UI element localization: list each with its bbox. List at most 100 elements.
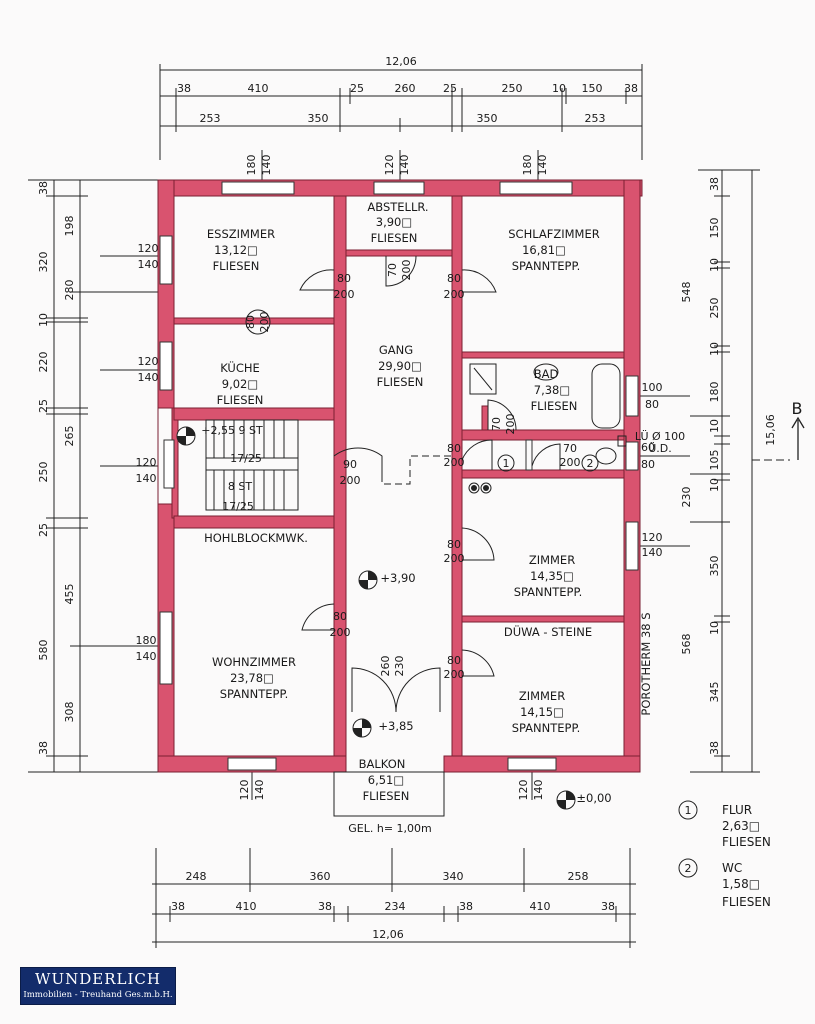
- room-zimmer1-name: ZIMMER: [529, 553, 575, 567]
- toilet-icon: [595, 447, 617, 465]
- logo-subtitle: Immobilien - Treuhand Ges.m.b.H.: [23, 990, 173, 1000]
- top-dim-6: 250: [502, 82, 523, 95]
- right-inner-2: 150: [708, 218, 721, 239]
- door-zimmer1-width: 80: [447, 538, 461, 551]
- vent-icon: [617, 435, 627, 447]
- level-ground: ±0,00: [576, 791, 611, 805]
- room-zimmer2-area: 14,15□: [520, 705, 564, 719]
- legend-name-1: FLUR: [722, 803, 752, 817]
- stove-burner-icon: [480, 482, 492, 494]
- door-flur-width: 80: [447, 442, 461, 455]
- right-window-2-width: 60: [641, 441, 655, 454]
- balcony-door-width: 260: [379, 656, 392, 677]
- porotherm-label: POROTHERM 38 S: [639, 612, 653, 715]
- left-dim-4: 220: [37, 352, 50, 373]
- bottom-dim-row2-2: 410: [236, 900, 257, 913]
- room-schlafzimmer-name: SCHLAFZIMMER: [508, 227, 600, 241]
- window-kueche: [159, 341, 173, 391]
- right-inner-5: 10: [708, 342, 721, 356]
- right-inner-12: 345: [708, 682, 721, 703]
- room-gang-area: 29,90□: [378, 359, 422, 373]
- right-inner-9: 10: [708, 478, 721, 492]
- window-abstellr: [373, 181, 425, 195]
- duewa-label: DÜWA - STEINE: [504, 623, 592, 639]
- room-balkon-floor: FLIESEN: [363, 789, 410, 803]
- door-stair-height: 200: [340, 474, 361, 487]
- bath-fixtures: [468, 363, 627, 494]
- room-esszimmer-name: ESSZIMMER: [207, 227, 275, 241]
- left-dim-8: 25: [37, 523, 50, 537]
- room-schlafzimmer-area: 16,81□: [522, 243, 566, 257]
- right-inner-13: 38: [708, 741, 721, 755]
- bottom-dim-row2-4: 234: [385, 900, 406, 913]
- room-abstellr-area: 3,90□: [376, 215, 412, 229]
- top-dim-8: 150: [582, 82, 603, 95]
- room-bad-area: 7,38□: [534, 383, 570, 397]
- bottom-dim-1: 248: [186, 870, 207, 883]
- left-window-1-width: 120: [138, 242, 159, 255]
- right-inner-4: 250: [708, 298, 721, 319]
- window-stair: [163, 439, 175, 489]
- stove-burner-icon: [468, 482, 480, 494]
- left-dim-11: 308: [63, 702, 76, 723]
- top-dim-1: 38: [177, 82, 191, 95]
- left-dim-2: 320: [37, 252, 50, 273]
- kitchen-opening-height: 200: [258, 312, 271, 333]
- level-balkon: +3,85: [378, 719, 413, 733]
- window-schlafzimmer: [499, 181, 573, 195]
- bottom-total-label: 12,06: [372, 928, 404, 941]
- left-dim-9: 455: [63, 584, 76, 605]
- left-window-4-height: 140: [136, 650, 157, 663]
- right-dimensions: 15,06 548 230 568 38 150 10 250 10 180 1…: [624, 169, 805, 773]
- level-marker-icon: [176, 426, 196, 446]
- window-zimmer1: [625, 521, 639, 571]
- left-window-2-width: 120: [138, 355, 159, 368]
- level-gang: +3,90: [380, 571, 415, 585]
- window-esszimmer-side: [159, 235, 173, 285]
- top-dim-5: 25: [443, 82, 457, 95]
- door-flur-height: 200: [444, 456, 465, 469]
- left-inner-dim-1: 198: [63, 216, 76, 237]
- door-stair-width: 90: [343, 458, 357, 471]
- bottom-dim-row2-5: 38: [459, 900, 473, 913]
- right-inner-11: 10: [708, 621, 721, 635]
- stair-lower-label: 8 ST: [228, 480, 252, 493]
- window-bath: [625, 375, 639, 417]
- balcony-outline: [333, 771, 445, 817]
- room-abstellr-name: ABSTELLR.: [367, 200, 428, 214]
- doors: 80 200 80 200 70 200 90 200 80 200 80 20…: [299, 255, 581, 713]
- legend-name-2: WC: [722, 861, 742, 875]
- door-zimmer2-height: 200: [444, 668, 465, 681]
- room-gang-name: GANG: [379, 343, 413, 357]
- bottom-dim-3: 340: [443, 870, 464, 883]
- vent-label: LÜ Ø 100: [635, 430, 685, 443]
- stair-lower-rise: 17/25: [222, 500, 254, 513]
- wc-marker-number: 2: [587, 457, 594, 470]
- legend-num-2: 2: [685, 862, 692, 875]
- top-dim-row2-4: 253: [585, 112, 606, 125]
- legend-marker-2: [678, 858, 698, 878]
- door-bad-height: 200: [504, 414, 517, 435]
- top-window-1-height: 140: [260, 155, 273, 176]
- door-abstellr-height: 200: [400, 260, 413, 281]
- bottom-window-2-width: 120: [517, 780, 530, 801]
- shower-icon: [469, 363, 497, 395]
- right-total-label: 15,06: [764, 414, 777, 446]
- left-dim-6: 265: [63, 426, 76, 447]
- wc-marker: [581, 454, 599, 472]
- top-window-3-height: 140: [536, 155, 549, 176]
- window-zimmer2-bottom: [507, 757, 557, 771]
- room-esszimmer-area: 13,12□: [214, 243, 258, 257]
- left-dim-1: 38: [37, 181, 50, 195]
- balcony-railing-note: GEL. h= 1,00m: [348, 822, 432, 835]
- stair-upper-rise: 17/25: [230, 452, 262, 465]
- top-window-2-height: 140: [398, 155, 411, 176]
- left-dim-12: 38: [37, 741, 50, 755]
- legend-marker-1: [678, 800, 698, 820]
- door-wc-height: 200: [560, 456, 581, 469]
- door-esszimmer-width: 80: [337, 272, 351, 285]
- bottom-window-2-height: 140: [532, 780, 545, 801]
- room-zimmer2-floor: SPANNTEPP.: [512, 721, 581, 735]
- bathtub-icon: [591, 363, 621, 429]
